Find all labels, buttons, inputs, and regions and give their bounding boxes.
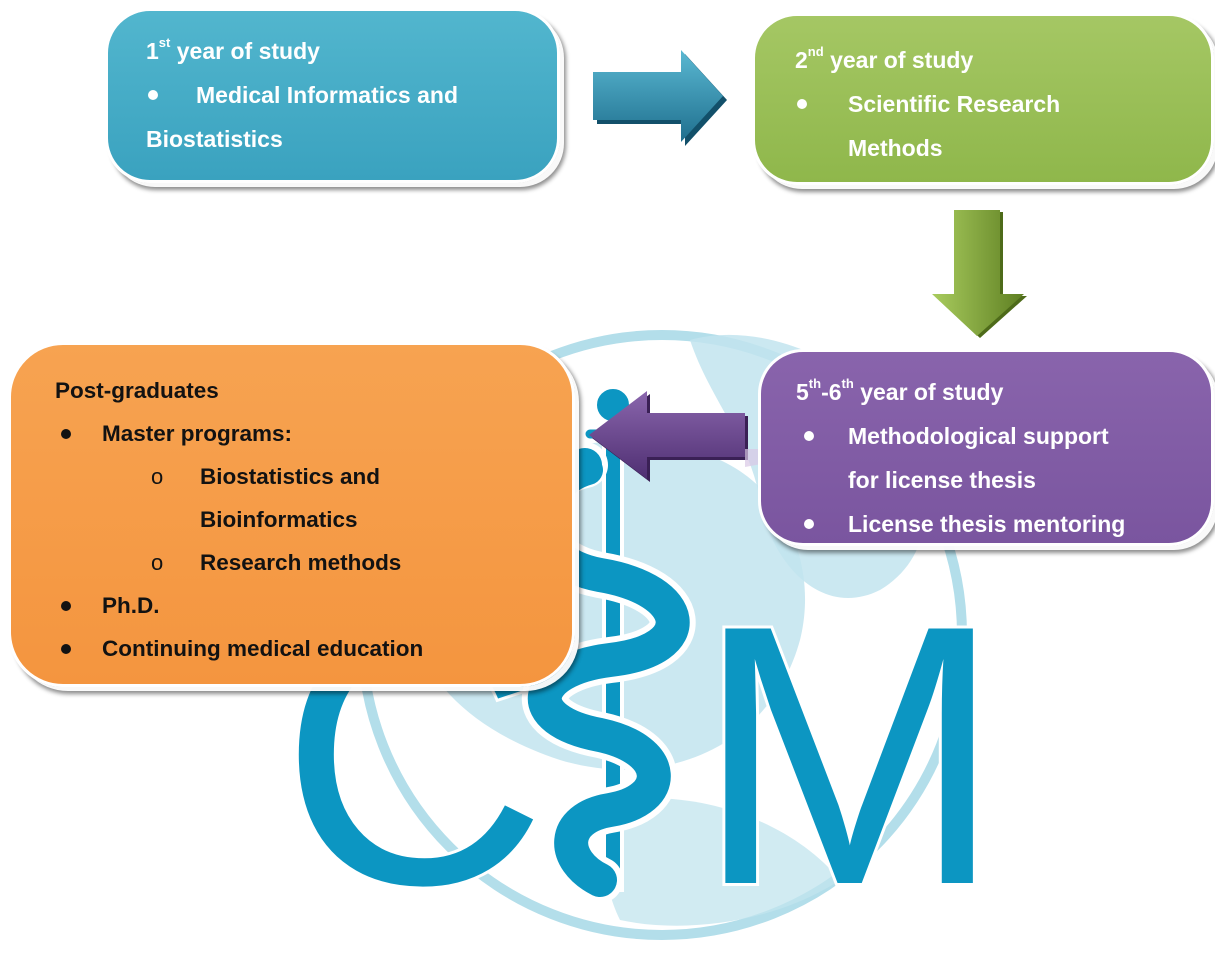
list-item: Ph.D. bbox=[55, 584, 572, 627]
circle-bullet-icon: o bbox=[151, 550, 164, 575]
bullet-icon bbox=[804, 519, 814, 529]
second-year-heading: 2nd year of study bbox=[795, 44, 974, 73]
post-graduates-heading: Post-graduates bbox=[55, 378, 219, 403]
second-year-box: 2nd year of study Scientific Research Me… bbox=[752, 13, 1214, 185]
bullet-icon bbox=[797, 99, 807, 109]
list-item: Continuing medical education bbox=[55, 627, 572, 670]
first-year-box: 1st year of study Medical Informatics an… bbox=[105, 8, 560, 183]
list-item-continued: Biostatistics bbox=[146, 126, 283, 152]
list-item: Methodological support bbox=[796, 414, 1211, 458]
list-item: License thesis mentoring bbox=[796, 502, 1211, 546]
bullet-icon bbox=[148, 90, 158, 100]
list-item: Scientific Research bbox=[795, 82, 1211, 126]
post-graduates-box: Post-graduates Master programs: o Biosta… bbox=[8, 342, 575, 687]
arrow-left-icon bbox=[589, 391, 800, 482]
logo-letter-m: M bbox=[695, 549, 1003, 962]
bullet-icon bbox=[804, 431, 814, 441]
bullet-icon bbox=[61, 644, 71, 654]
sub-list-item-continued: Bioinformatics bbox=[200, 507, 358, 532]
bullet-icon bbox=[61, 429, 71, 439]
arrow-right-icon bbox=[593, 50, 727, 146]
list-item-continued: Methods bbox=[848, 135, 943, 161]
list-item-continued: for license thesis bbox=[848, 467, 1036, 493]
arrow-down-icon bbox=[932, 210, 1027, 338]
list-item: Medical Informatics and bbox=[146, 73, 557, 117]
fifth-sixth-year-box: 5th-6th year of study Methodological sup… bbox=[758, 349, 1214, 546]
list-item: Master programs: bbox=[55, 412, 572, 455]
sub-list-item: o Research methods bbox=[55, 541, 572, 584]
sub-list-item: o Biostatistics and bbox=[55, 455, 572, 498]
bullet-icon bbox=[61, 601, 71, 611]
circle-bullet-icon: o bbox=[151, 464, 164, 489]
fifth-sixth-year-heading: 5th-6th year of study bbox=[796, 376, 1004, 405]
first-year-heading: 1st year of study bbox=[146, 35, 320, 64]
